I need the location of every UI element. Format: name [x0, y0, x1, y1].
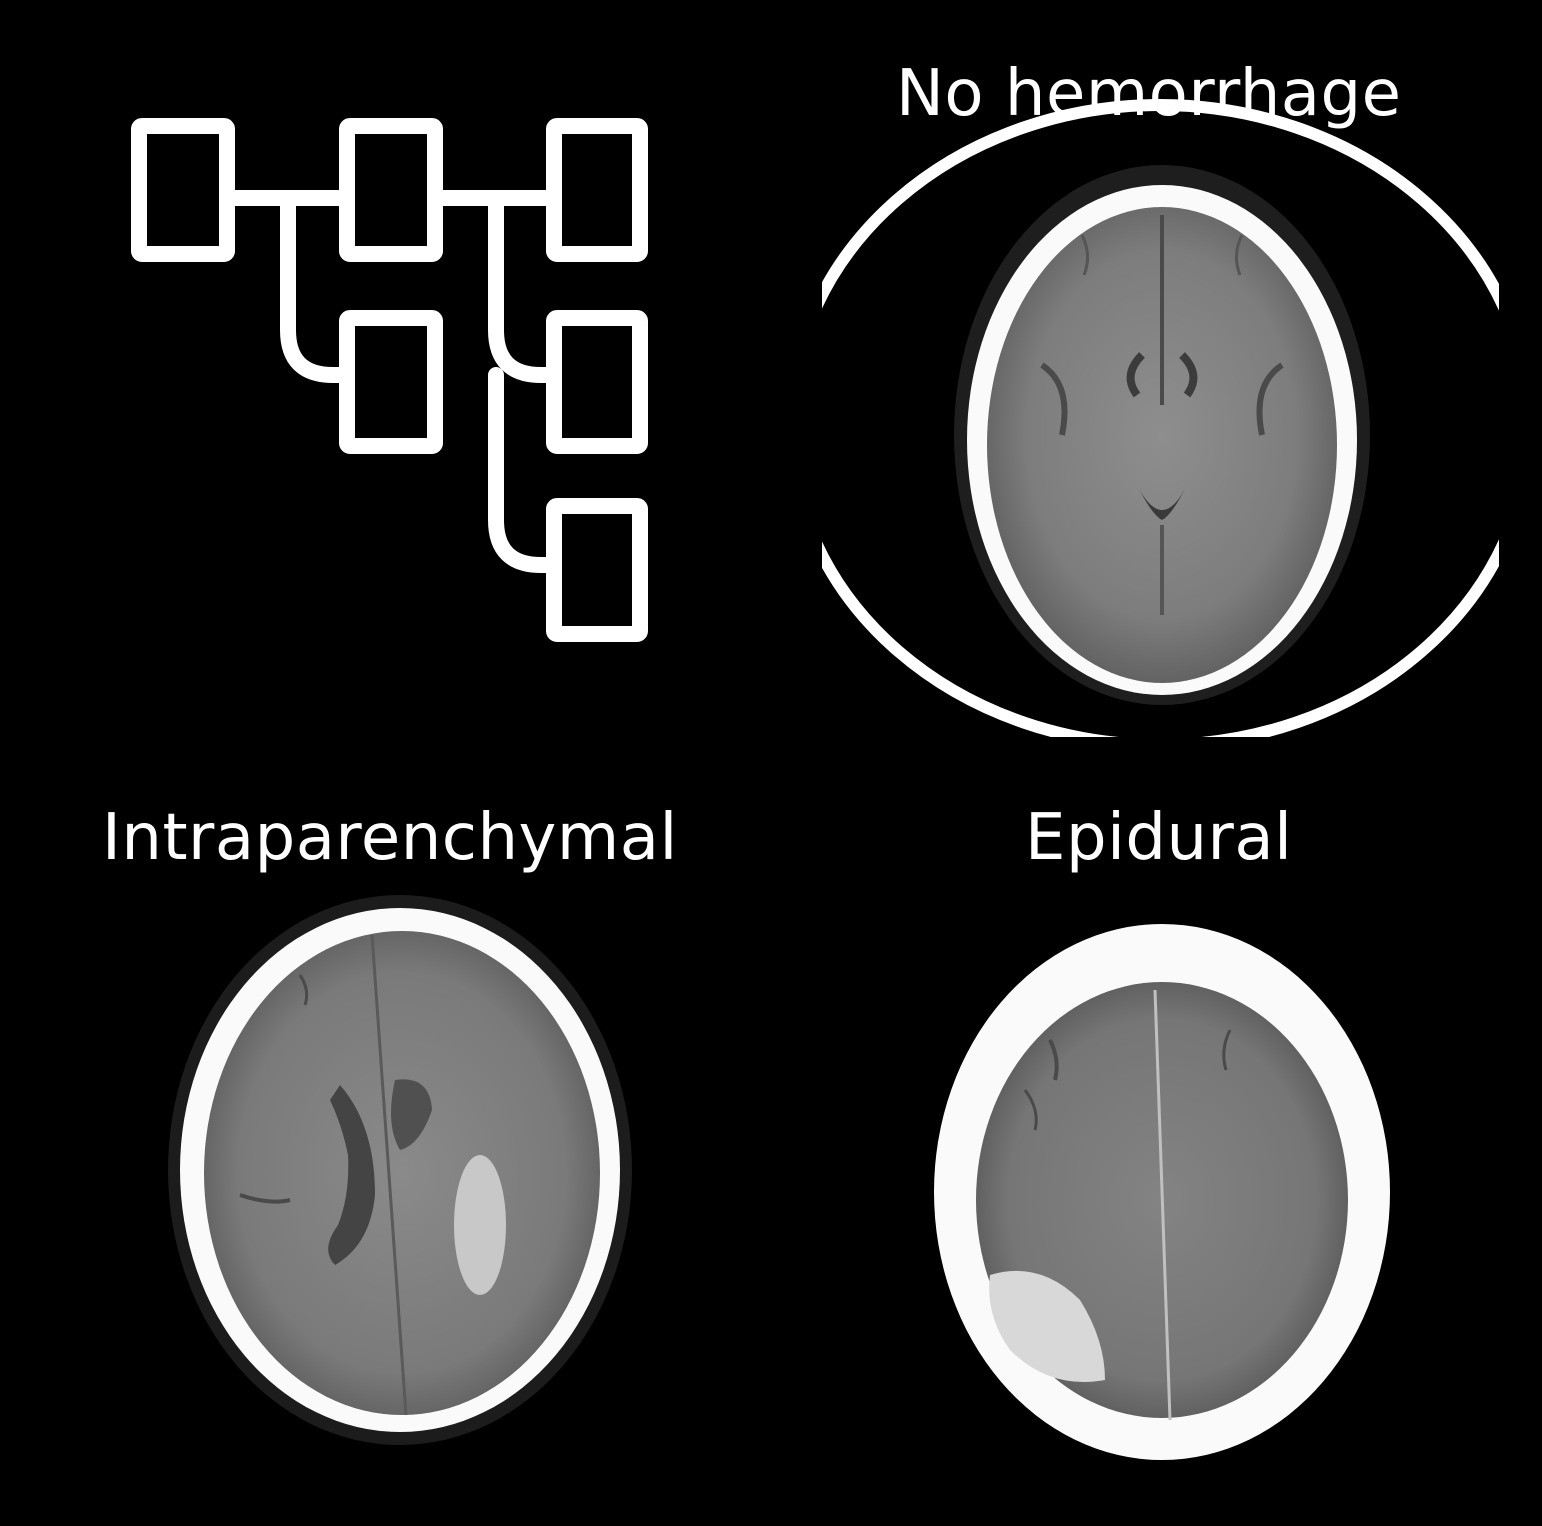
ct-scan-intraparenchymal [160, 895, 640, 1455]
ct-scan-epidural [930, 920, 1395, 1465]
ct-scan-no-hemorrhage [822, 75, 1499, 737]
label-no-hemorrhage: No hemorrhage [896, 57, 1402, 131]
label-epidural: Epidural [1025, 801, 1293, 875]
hierarchy-tree-icon [120, 110, 660, 650]
label-intraparenchymal: Intraparenchymal [102, 801, 678, 875]
